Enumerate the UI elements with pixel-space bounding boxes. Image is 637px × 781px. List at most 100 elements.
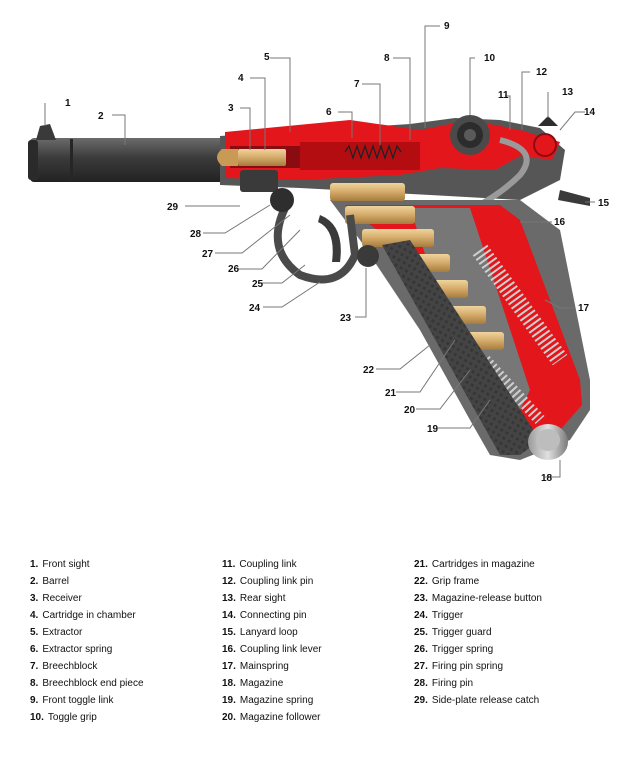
legend-number: 19. bbox=[222, 695, 236, 706]
legend-label: Front toggle link bbox=[42, 695, 114, 706]
magazine-release-button bbox=[357, 245, 379, 267]
legend-label: Coupling link lever bbox=[239, 644, 322, 655]
leader-lines bbox=[44, 25, 595, 478]
legend-item: 8.Breechblock end piece bbox=[30, 675, 230, 692]
legend-number: 28. bbox=[414, 678, 428, 689]
side-plate-release-catch bbox=[240, 170, 278, 192]
legend-number: 16. bbox=[222, 644, 236, 655]
callout-17: 17 bbox=[578, 303, 590, 314]
legend-label: Receiver bbox=[42, 593, 82, 604]
legend-number: 27. bbox=[414, 661, 428, 672]
coupling-link-pin bbox=[533, 133, 557, 157]
legend-number: 18. bbox=[222, 678, 236, 689]
legend-item: 11.Coupling link bbox=[222, 556, 422, 573]
legend-number: 1. bbox=[30, 559, 39, 570]
callout-22: 22 bbox=[363, 365, 375, 376]
legend-number: 10. bbox=[30, 712, 44, 723]
barrel-muzzle bbox=[28, 140, 38, 180]
legend-label: Lanyard loop bbox=[239, 627, 298, 638]
callout-13: 13 bbox=[562, 87, 574, 98]
legend-label: Extractor spring bbox=[42, 644, 113, 655]
callout-29: 29 bbox=[167, 202, 179, 213]
legend-number: 17. bbox=[222, 661, 236, 672]
callout-24: 24 bbox=[249, 303, 261, 314]
parts-legend: 1.Front sight 2.Barrel 3.Receiver 4.Cart… bbox=[0, 556, 637, 736]
legend-number: 23. bbox=[414, 593, 428, 604]
callout-3: 3 bbox=[228, 103, 234, 114]
legend-label: Firing pin bbox=[431, 678, 474, 689]
legend-label: Extractor bbox=[42, 627, 83, 638]
callout-11: 11 bbox=[498, 90, 509, 101]
legend-item: 3.Receiver bbox=[30, 590, 230, 607]
legend-item: 9.Front toggle link bbox=[30, 692, 230, 709]
legend-number: 21. bbox=[414, 559, 428, 570]
legend-item: 25.Trigger guard bbox=[414, 624, 614, 641]
callout-19: 19 bbox=[427, 424, 439, 435]
callout-27: 27 bbox=[202, 249, 214, 260]
legend-item: 15.Lanyard loop bbox=[222, 624, 422, 641]
legend-number: 20. bbox=[222, 712, 236, 723]
legend-label: Trigger bbox=[431, 610, 464, 621]
legend-column-3: 21.Cartridges in magazine 22.Grip frame … bbox=[414, 556, 614, 709]
legend-label: Front sight bbox=[42, 559, 90, 570]
callout-10: 10 bbox=[484, 53, 496, 64]
legend-item: 22.Grip frame bbox=[414, 573, 614, 590]
legend-number: 7. bbox=[30, 661, 39, 672]
callout-5: 5 bbox=[264, 52, 270, 63]
callout-1: 1 bbox=[65, 98, 71, 109]
callout-18: 18 bbox=[541, 473, 553, 484]
lanyard-loop bbox=[558, 190, 590, 206]
callout-26: 26 bbox=[228, 264, 240, 275]
callout-21: 21 bbox=[385, 388, 397, 399]
legend-label: Cartridge in chamber bbox=[42, 610, 136, 621]
legend-label: Trigger spring bbox=[431, 644, 494, 655]
callout-2: 2 bbox=[98, 111, 104, 122]
rear-sight bbox=[538, 116, 558, 126]
legend-number: 9. bbox=[30, 695, 39, 706]
legend-number: 14. bbox=[222, 610, 236, 621]
chambered-cartridge bbox=[217, 149, 286, 166]
legend-number: 24. bbox=[414, 610, 428, 621]
legend-number: 12. bbox=[222, 576, 236, 587]
front-sight bbox=[36, 124, 56, 140]
legend-label: Magazine follower bbox=[239, 712, 321, 723]
legend-item: 12.Coupling link pin bbox=[222, 573, 422, 590]
legend-item: 29.Side-plate release catch bbox=[414, 692, 614, 709]
callout-labels: 1 2 3 4 5 6 7 8 9 10 11 12 13 14 15 16 1… bbox=[65, 21, 610, 484]
legend-item: 28.Firing pin bbox=[414, 675, 614, 692]
legend-label: Rear sight bbox=[239, 593, 286, 604]
legend-label: Cartridges in magazine bbox=[431, 559, 535, 570]
toggle-grip-knob bbox=[450, 115, 490, 155]
legend-label: Barrel bbox=[42, 576, 70, 587]
diagram-canvas: 1 2 3 4 5 6 7 8 9 10 11 12 13 14 15 16 1… bbox=[28, 21, 610, 484]
trigger-guard bbox=[273, 206, 360, 284]
legend-item: 26.Trigger spring bbox=[414, 641, 614, 658]
legend-column-2: 11.Coupling link 12.Coupling link pin 13… bbox=[222, 556, 422, 726]
legend-item: 20.Magazine follower bbox=[222, 709, 422, 726]
legend-column-1: 1.Front sight 2.Barrel 3.Receiver 4.Cart… bbox=[30, 556, 230, 726]
legend-label: Toggle grip bbox=[47, 712, 97, 723]
legend-label: Breechblock end piece bbox=[42, 678, 144, 689]
legend-item: 19.Magazine spring bbox=[222, 692, 422, 709]
legend-item: 6.Extractor spring bbox=[30, 641, 230, 658]
legend-number: 4. bbox=[30, 610, 39, 621]
legend-label: Trigger guard bbox=[431, 627, 492, 638]
callout-12: 12 bbox=[536, 67, 548, 78]
legend-label: Magazine-release button bbox=[431, 593, 542, 604]
callout-16: 16 bbox=[554, 217, 566, 228]
legend-item: 7.Breechblock bbox=[30, 658, 230, 675]
legend-number: 5. bbox=[30, 627, 39, 638]
barrel bbox=[28, 138, 230, 182]
legend-item: 5.Extractor bbox=[30, 624, 230, 641]
legend-item: 14.Connecting pin bbox=[222, 607, 422, 624]
legend-item: 23.Magazine-release button bbox=[414, 590, 614, 607]
legend-number: 2. bbox=[30, 576, 39, 587]
magazine-spring-coil bbox=[480, 355, 545, 425]
legend-number: 11. bbox=[222, 559, 236, 570]
callout-20: 20 bbox=[404, 405, 416, 416]
callout-14: 14 bbox=[584, 107, 596, 118]
legend-label: Grip frame bbox=[431, 576, 480, 587]
legend-number: 15. bbox=[222, 627, 236, 638]
legend-item: 2.Barrel bbox=[30, 573, 230, 590]
callout-28: 28 bbox=[190, 229, 202, 240]
